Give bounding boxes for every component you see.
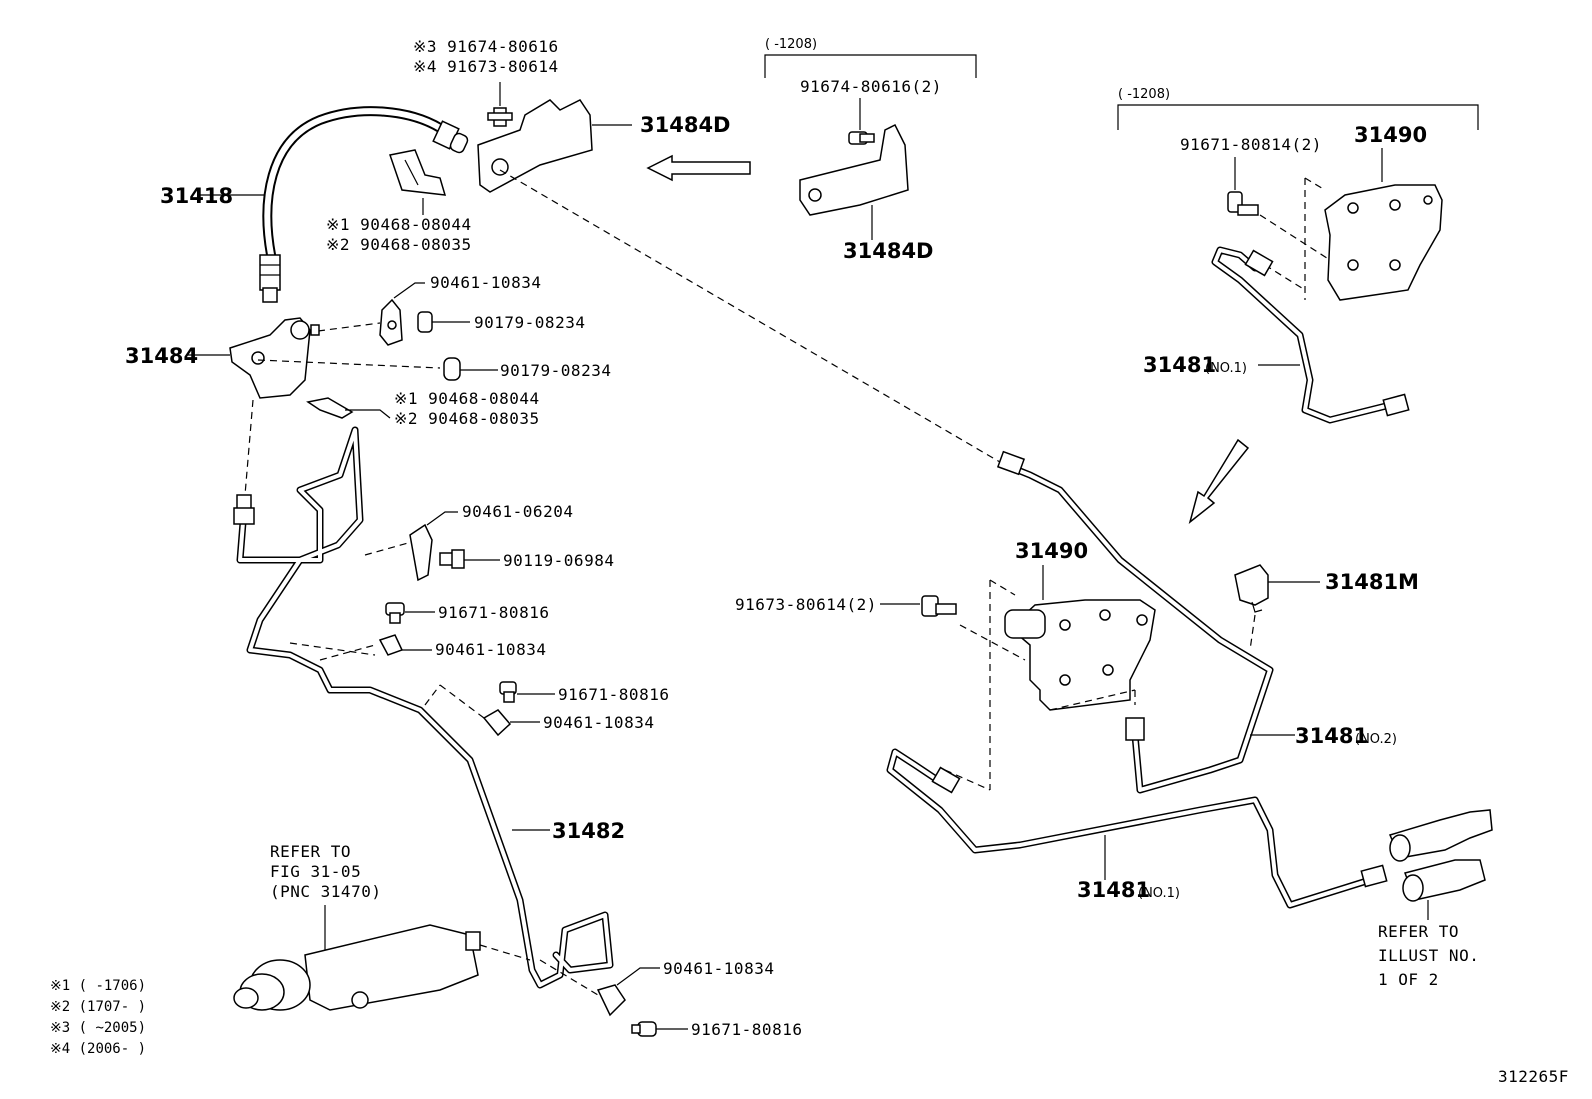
label-31481-no1-top: 31481 [1143,353,1216,377]
label-91674-80616-2: 91674-80616(2) [800,77,942,96]
label-31482: 31482 [552,819,625,843]
release-cylinder[interactable] [233,924,481,1011]
label-31481-no1-bottom: 31481 [1077,878,1150,902]
bolt-91671-80816-b [499,681,517,703]
note2-90468-b: ※2 90468-08035 [394,409,540,428]
note3-91674: ※3 91674-80616 [413,37,559,56]
refer-illust-line1: REFER TO [1378,922,1459,941]
bolt-91673-80614 [921,595,957,617]
clutch-accumulator-31490-top[interactable] [1324,184,1443,301]
label-91673-80614-2: 91673-80614(2) [735,595,877,614]
clamp-90461-10834-b [378,634,404,656]
bolt-91671-80814 [1227,191,1259,216]
bolt-91674-mid [848,131,875,145]
label-91671-80814-2: 91671-80814(2) [1180,135,1322,154]
note4-91673: ※4 91673-80614 [413,57,559,76]
bolt-91674-top [487,107,513,127]
legend-note3: ※3 ( ~2005) [50,1020,146,1036]
pipe-31482[interactable] [233,426,614,989]
label-31418: 31418 [160,184,233,208]
pipe-31481-no1-bottom[interactable] [886,748,1388,909]
bolt-91671-80816-a [385,602,405,624]
arrow-down-left-icon [1188,438,1250,524]
label-31481-no2: 31481 [1295,724,1368,748]
range-top-bracket: ( -1208) [765,37,817,52]
figure-code: 312265F [1498,1067,1569,1086]
note1-90468-b: ※1 90468-08044 [394,389,540,408]
label-90461-10834-d: 90461-10834 [663,959,774,978]
pipe-31481-no1-top[interactable] [1211,246,1410,424]
clamp-90461-06204 [409,523,433,582]
nut-90179-08234-b [443,357,461,381]
label-91671-80816-b: 91671-80816 [558,685,669,704]
label-90179-08234-a: 90179-08234 [474,313,585,332]
label-91671-80816-a: 91671-80816 [438,603,549,622]
label-31481-no1-top-sub: (NO.1) [1205,361,1247,376]
note2-90468-a: ※2 90468-08035 [326,235,472,254]
hose-clip-top [389,149,447,196]
arrow-left-icon [646,154,751,182]
clamp-90461-10834-c [482,709,512,737]
refer-fig-line3: (PNC 31470) [270,882,381,901]
hose-clip-bottom [306,397,354,419]
label-90461-10834-a: 90461-10834 [430,273,541,292]
clamp-90461-10834-d [596,984,626,1017]
master-cylinder-reference[interactable] [1388,809,1493,902]
legend-note2: ※2 (1707- ) [50,999,146,1015]
bracket-31484d-left[interactable] [477,99,593,193]
note1-90468-a: ※1 90468-08044 [326,215,472,234]
label-31484: 31484 [125,344,198,368]
bolt-90119-06984 [439,549,465,569]
hose-holder-31481m[interactable] [1234,564,1269,613]
flex-hose-31418[interactable] [259,106,469,303]
pipe-31481-no2[interactable] [996,450,1274,794]
legend-note1: ※1 ( -1706) [50,978,146,994]
bolt-91671-80816-c [631,1021,657,1037]
bracket-31484d-right[interactable] [799,123,909,216]
label-90461-06204: 90461-06204 [462,502,573,521]
label-31481-no1-bottom-sub: (NO.1) [1138,886,1180,901]
nut-90179-08234-a [417,311,433,333]
legend-note4: ※4 (2006- ) [50,1041,146,1057]
refer-illust-line2: ILLUST NO. [1378,946,1479,965]
range-right-bracket: ( -1208) [1118,87,1170,102]
refer-fig-line1: REFER TO [270,842,351,861]
clutch-accumulator-31490-mid[interactable] [1004,599,1156,711]
label-90461-10834-c: 90461-10834 [543,713,654,732]
label-31484d-left: 31484D [640,113,731,137]
label-31490-top: 31490 [1354,123,1427,147]
label-31481m: 31481M [1325,570,1419,594]
refer-illust-line3: 1 OF 2 [1378,970,1439,989]
refer-fig-line2: FIG 31-05 [270,862,361,881]
label-31484d-right: 31484D [843,239,934,263]
clamp-90461-10834-a [379,298,403,346]
label-31490-mid: 31490 [1015,539,1088,563]
bracket-31484[interactable] [229,317,311,399]
label-31481-no2-sub: (NO.2) [1355,732,1397,747]
label-91671-80816-c: 91671-80816 [691,1020,802,1039]
label-90119-06984: 90119-06984 [503,551,614,570]
label-90461-10834-b: 90461-10834 [435,640,546,659]
label-90179-08234-b: 90179-08234 [500,361,611,380]
